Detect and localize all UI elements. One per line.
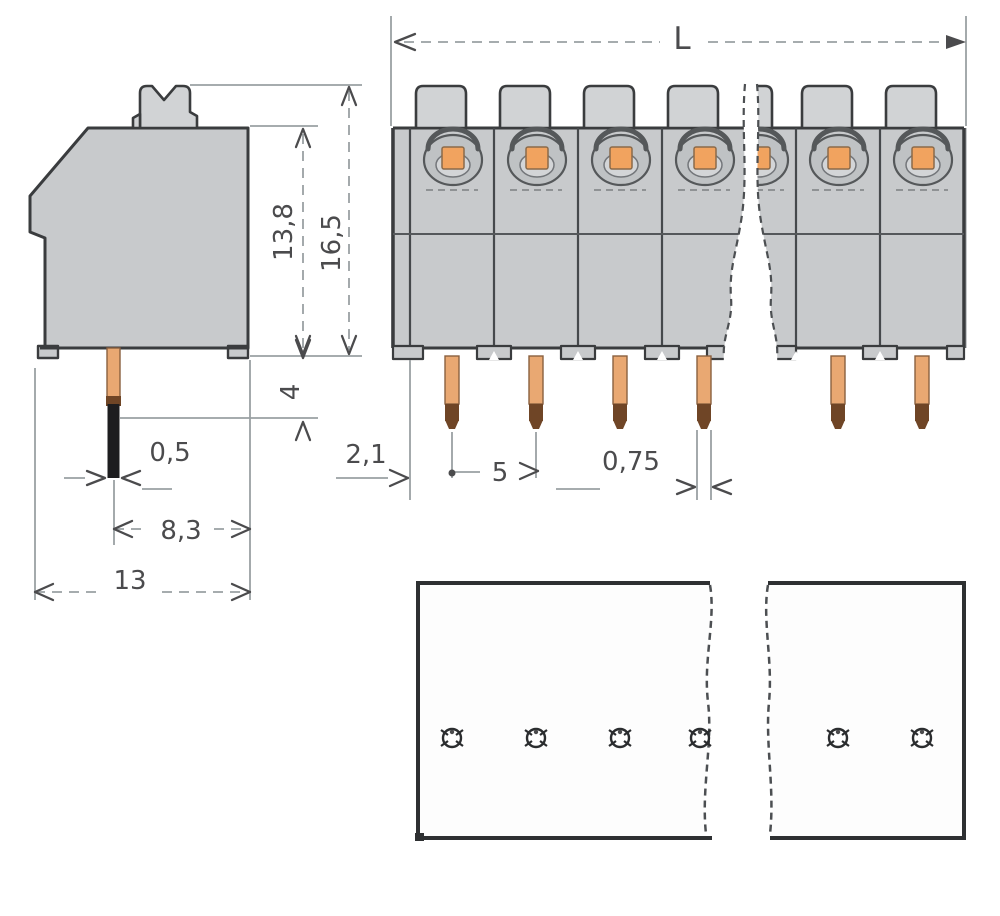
housing-profile [28,126,250,350]
dim-pin-width: 0,75 [556,430,733,500]
pcb-break-left [703,584,713,835]
dim-total-depth-label: 13 [113,566,146,596]
front-view: L [336,16,967,500]
dim-pin-width-label: 0,75 [602,447,660,477]
side-view: 13,8 16,5 4 0,5 8,3 [28,84,362,602]
pushbutton-flange [131,112,142,130]
dim-edge-to-pin-label: 2,1 [345,440,386,470]
side-view-housing [28,84,250,360]
dim-pin-pitch-label: 5 [492,458,509,488]
dim-pin-setback-label: 4 [276,384,306,401]
dim-total-length: L [390,16,967,126]
dim-total-length-label: L [673,21,691,57]
pin-copper-section [106,347,121,405]
pin-2 [528,355,544,430]
pcb-corner-mark [415,833,424,841]
dim-body-height-label: 13,8 [269,203,299,261]
side-view-solder-pin [106,347,121,478]
front-view-right-section [757,86,967,361]
pcb-right-outline [768,581,966,840]
pin-dark-section [107,404,120,478]
break-line-right [755,83,779,359]
dim-total-height-label: 16,5 [317,214,347,272]
pin-3 [612,355,628,430]
break-line-left [722,83,747,359]
dim-pin-to-edge-label: 8,3 [160,516,201,546]
dim-pin-thickness: 0,5 [64,438,191,490]
dim-pin-setback: 4 [276,338,312,442]
hole-5 [825,727,851,749]
dim-pin-thickness-label: 0,5 [149,438,190,468]
hole-6 [909,727,935,749]
pin-knuckle [106,396,121,406]
pin-1 [444,355,460,430]
pcb-footprint [415,581,966,841]
hole-2 [523,727,549,749]
dim-total-depth: 13 [33,566,252,602]
pin-6 [914,355,930,430]
pcb-left-outline [416,581,712,840]
pin-4 [696,355,712,430]
dim-pin-to-edge: 8,3 [112,516,252,546]
dim-body-height: 13,8 [269,127,312,356]
front-view-left-section [391,86,745,361]
pushbutton-tab [138,84,199,130]
hole-4 [687,727,713,749]
pcb-break-right [764,584,773,835]
front-view-pins [444,355,930,430]
hole-1 [439,727,465,749]
dim-total-height: 16,5 [317,85,358,356]
side-view-extension-lines [34,84,362,600]
pin-5 [830,355,846,430]
dim-edge-to-pin: 2,1 [336,360,411,500]
hole-3 [607,727,633,749]
dim-pin-pitch: 5 [448,432,540,488]
